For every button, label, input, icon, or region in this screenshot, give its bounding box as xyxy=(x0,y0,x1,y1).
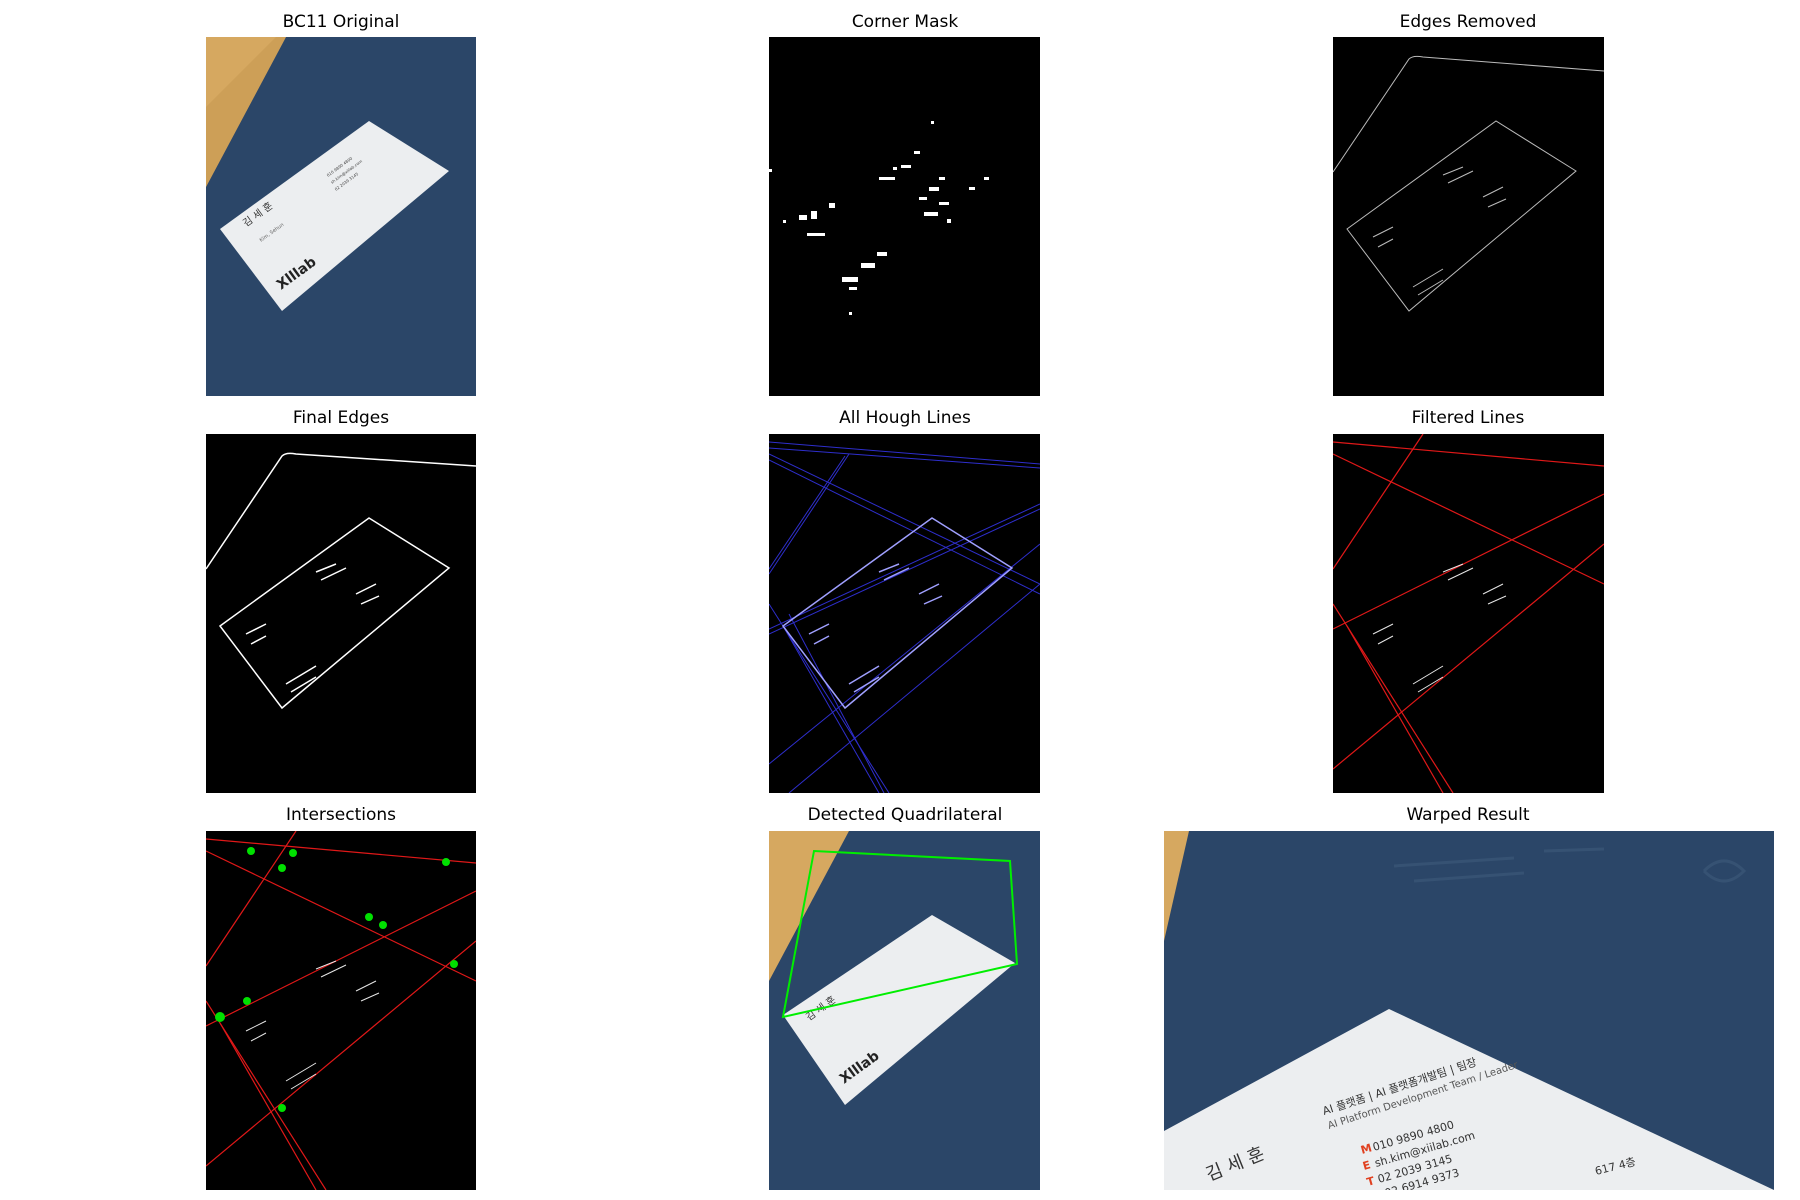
panel-title-final-edges: Final Edges xyxy=(292,408,390,428)
intersection-point xyxy=(450,960,458,968)
intersection-point xyxy=(289,849,297,857)
panel-title-all-hough-lines: All Hough Lines xyxy=(839,408,971,428)
warped-result-image: 김 세 훈 AI 플랫폼 | AI 플랫폼개발팀 | 팀장 AI Platfor… xyxy=(1164,831,1774,1190)
panel-title-edges-removed: Edges Removed xyxy=(1399,12,1537,32)
detected-quadrilateral-outline xyxy=(781,849,1019,1019)
corner-mask-image xyxy=(769,37,1040,396)
panel-title-warped-result: Warped Result xyxy=(1406,805,1530,825)
panel-title-intersections: Intersections xyxy=(286,805,396,825)
intersection-point xyxy=(243,997,251,1005)
detected-quadrilateral-image: 김 세 훈 Xlllab xyxy=(769,831,1040,1190)
final-edges-image xyxy=(206,434,476,793)
intersection-point xyxy=(365,913,373,921)
svg-text:T: T xyxy=(1365,1174,1376,1189)
intersection-point xyxy=(278,864,286,872)
svg-text:M: M xyxy=(1359,1141,1373,1157)
original-image: 김 세 훈 Kim, Sehun Xlllab 010 9890 4800 sh… xyxy=(206,37,476,396)
panel-title-detected-quadrilateral: Detected Quadrilateral xyxy=(807,805,1003,825)
intersection-point xyxy=(379,921,387,929)
panel-title-filtered-lines: Filtered Lines xyxy=(1411,408,1525,428)
intersection-point xyxy=(247,847,255,855)
panel-title-corner-mask: Corner Mask xyxy=(851,12,959,32)
panel-title-original: BC11 Original xyxy=(282,12,400,32)
filtered-lines-image xyxy=(1333,434,1604,793)
edges-removed-image xyxy=(1333,37,1604,396)
all-hough-lines-image xyxy=(769,434,1040,793)
intersection-point xyxy=(278,1104,286,1112)
warped-card xyxy=(1164,1009,1774,1190)
intersection-point xyxy=(215,1012,225,1022)
intersection-point xyxy=(442,858,450,866)
intersections-image xyxy=(206,831,476,1190)
svg-text:E: E xyxy=(1361,1158,1372,1173)
